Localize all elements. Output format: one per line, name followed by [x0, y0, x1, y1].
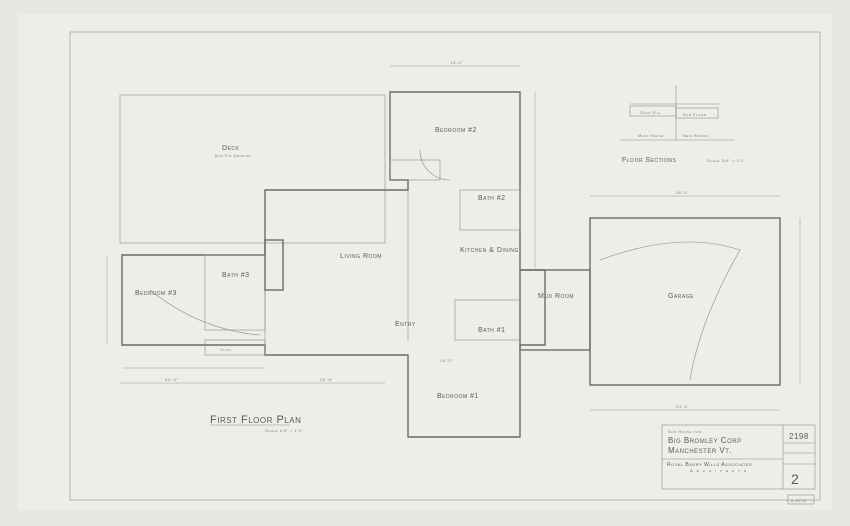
- dim-label: 14'-0": [450, 60, 463, 65]
- title-block-firm: Royal Barry Wills Associates: [667, 462, 752, 468]
- room-label-bedroom3: Bedroom #3: [135, 290, 177, 297]
- room-label-entry: Entry: [395, 321, 416, 328]
- dim-label: 16'-0": [440, 358, 453, 363]
- floor-sections-title: Floor Sections: [622, 157, 676, 164]
- deck-note: Bar Fir Decking: [215, 153, 252, 158]
- room-label-bath3: Bath #3: [222, 272, 250, 279]
- title-block-for: Sun House for:: [668, 429, 703, 434]
- section-label-right: New Rooms: [683, 133, 708, 138]
- section-fill-left: Sand Fill: [640, 110, 661, 115]
- room-label-bath1: Bath #1: [478, 327, 506, 334]
- section-label-left: Main House: [638, 133, 664, 138]
- plan-scale: Scale 1/4" = 1'0": [265, 428, 303, 433]
- title-block: Sun House for: Big Bromley Corp Manchest…: [661, 424, 816, 490]
- title-block-job-number: 2198: [789, 432, 809, 441]
- section-fill-right: Sub Floor: [683, 112, 707, 117]
- title-block-location: Manchester Vt.: [668, 446, 732, 455]
- dim-label: 26'-0": [676, 190, 689, 195]
- title-block-firm-sub: Architects: [690, 468, 750, 473]
- dimension-lines: 30'-4" 20'-8" 14'-0" 26'-0" 24'-0" 16'-0…: [106, 60, 801, 411]
- room-label-bedroom2: Bedroom #2: [435, 127, 477, 134]
- title-block-client: Big Bromley Corp: [668, 436, 742, 445]
- sheet-border: [69, 31, 821, 501]
- room-label-garage: Garage: [668, 293, 694, 300]
- tracing-paper: [18, 14, 832, 510]
- room-label-bath2: Bath #2: [478, 195, 506, 202]
- room-label-closet: Clos.: [220, 347, 233, 352]
- dim-label: 30'-4": [165, 377, 178, 382]
- floor-sections-detail: Sand Fill Sub Floor Main House New Rooms…: [620, 85, 745, 164]
- garage-walls: [519, 217, 781, 386]
- room-label-living-room: Living Room: [340, 253, 382, 260]
- title-block-sheet-number: 2: [791, 471, 799, 487]
- deck-label: Deck: [222, 145, 240, 152]
- dim-label: 24'-0": [676, 404, 689, 409]
- catalog-stamp: 6-9615: [791, 498, 807, 503]
- floor-sections-scale: Scale 3/4" = 1'0": [707, 158, 745, 163]
- dim-label: 20'-8": [320, 377, 333, 382]
- room-label-kitchen: Kitchen & Dining: [460, 247, 519, 254]
- plan-title: First Floor Plan: [210, 414, 301, 426]
- room-label-mud-room: Mud Room: [538, 293, 574, 300]
- room-label-bedroom1: Bedroom #1: [437, 393, 479, 400]
- deck-area: Deck Bar Fir Decking: [119, 94, 386, 244]
